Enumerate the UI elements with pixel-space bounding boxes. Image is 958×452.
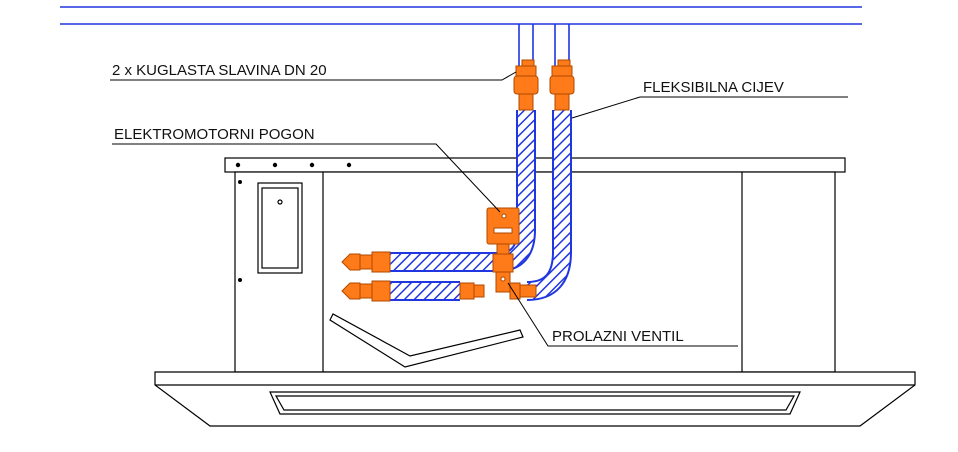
control-box xyxy=(257,182,303,274)
ceiling-lines xyxy=(60,6,862,25)
louver-flap xyxy=(329,313,524,368)
label-actuator: ELEKTROMOTORNI POGON xyxy=(114,126,315,143)
valve-assembly xyxy=(459,207,537,300)
coil-fittings xyxy=(341,251,391,302)
actuator-body xyxy=(486,207,520,245)
unit-housing xyxy=(234,171,836,373)
ceiling-panel xyxy=(154,371,916,427)
ball-valves xyxy=(513,59,575,111)
label-flexible-hose: FLEKSIBILNA CIJEV xyxy=(643,79,784,96)
label-through-valve: PROLAZNI VENTIL xyxy=(552,328,684,345)
leader-lines xyxy=(110,71,848,347)
through-valve-body xyxy=(492,253,514,273)
fan-coil-unit xyxy=(154,157,916,427)
supply-pipes xyxy=(518,24,570,66)
label-ball-valves: 2 x KUGLASTA SLAVINA DN 20 xyxy=(112,62,327,79)
